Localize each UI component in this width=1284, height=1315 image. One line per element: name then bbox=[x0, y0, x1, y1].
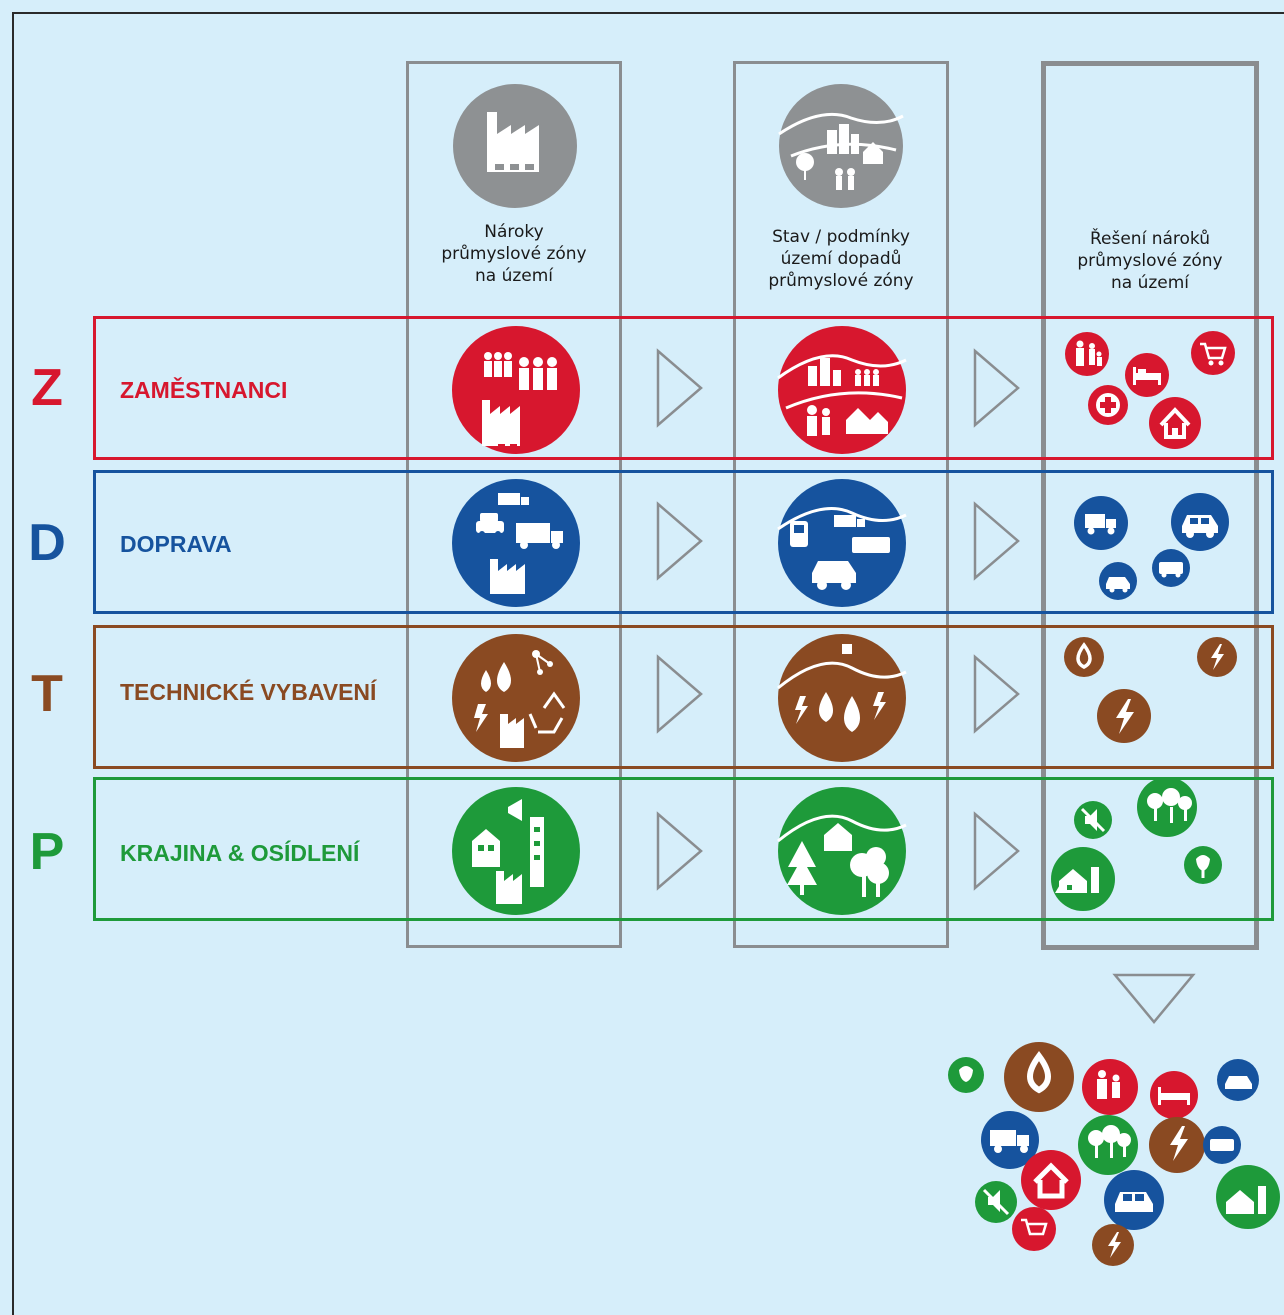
car-icon bbox=[1099, 562, 1137, 600]
row-doprava bbox=[93, 470, 1274, 614]
diagram-frame bbox=[12, 12, 1284, 1315]
arrow-right-icon bbox=[656, 811, 703, 891]
arrow-right-icon bbox=[973, 654, 1020, 734]
column-demands bbox=[406, 61, 622, 948]
settlement-icon bbox=[1051, 847, 1115, 911]
row-zamestnanci bbox=[93, 316, 1274, 460]
train-bus-car-icon bbox=[777, 479, 907, 607]
no-noise-icon bbox=[1074, 801, 1112, 839]
arrow-right-icon bbox=[973, 811, 1020, 891]
lightning-icon bbox=[1097, 689, 1151, 743]
bed-icon bbox=[1125, 353, 1169, 397]
van-icon bbox=[1152, 549, 1190, 587]
workers-factory-icon bbox=[452, 326, 580, 454]
row-label-technicke-vybaveni: TECHNICKÉ VYBAVENÍ bbox=[120, 679, 377, 705]
utilities-factory-icon bbox=[452, 634, 580, 762]
family-icon bbox=[1065, 332, 1109, 376]
row-label-doprava: DOPRAVA bbox=[120, 531, 232, 557]
row-krajina-osidleni bbox=[93, 777, 1274, 921]
factory-icon bbox=[453, 84, 577, 208]
settlement-factory-icon bbox=[452, 787, 580, 915]
arrow-right-icon bbox=[973, 501, 1020, 581]
health-cross-icon bbox=[1088, 385, 1128, 425]
row-letter-p: P bbox=[29, 823, 65, 881]
shopping-cart-icon bbox=[1191, 331, 1235, 375]
row-letter-t: T bbox=[31, 665, 63, 723]
combined-solutions-icon bbox=[948, 1042, 1280, 1266]
column-solutions bbox=[1041, 61, 1259, 950]
trees-icon bbox=[1137, 777, 1197, 837]
vehicles-factory-icon bbox=[452, 479, 580, 607]
row-technicke-vybaveni bbox=[93, 625, 1274, 769]
row-label-krajina-osidleni: KRAJINA & OSÍDLENÍ bbox=[120, 840, 360, 866]
column-conditions bbox=[733, 61, 949, 948]
nature-house-icon bbox=[777, 787, 907, 915]
house-icon bbox=[1149, 397, 1201, 449]
water-drop-icon bbox=[1064, 637, 1104, 677]
water-energy-icon bbox=[777, 634, 907, 762]
flower-icon bbox=[1184, 846, 1222, 884]
truck-icon bbox=[1074, 496, 1128, 550]
town-people-icon bbox=[777, 326, 907, 454]
landscape-town-icon bbox=[778, 84, 904, 208]
arrow-right-icon bbox=[656, 501, 703, 581]
car-icon bbox=[1171, 493, 1229, 551]
arrow-right-icon bbox=[973, 348, 1020, 428]
lightning-icon bbox=[1197, 637, 1237, 677]
arrow-right-icon bbox=[656, 654, 703, 734]
arrow-down-icon bbox=[1112, 973, 1196, 1024]
arrow-right-icon bbox=[656, 348, 703, 428]
row-letter-z: Z bbox=[31, 359, 63, 417]
row-label-zamestnanci: ZAMĚSTNANCI bbox=[120, 377, 288, 403]
row-letter-d: D bbox=[28, 514, 66, 572]
